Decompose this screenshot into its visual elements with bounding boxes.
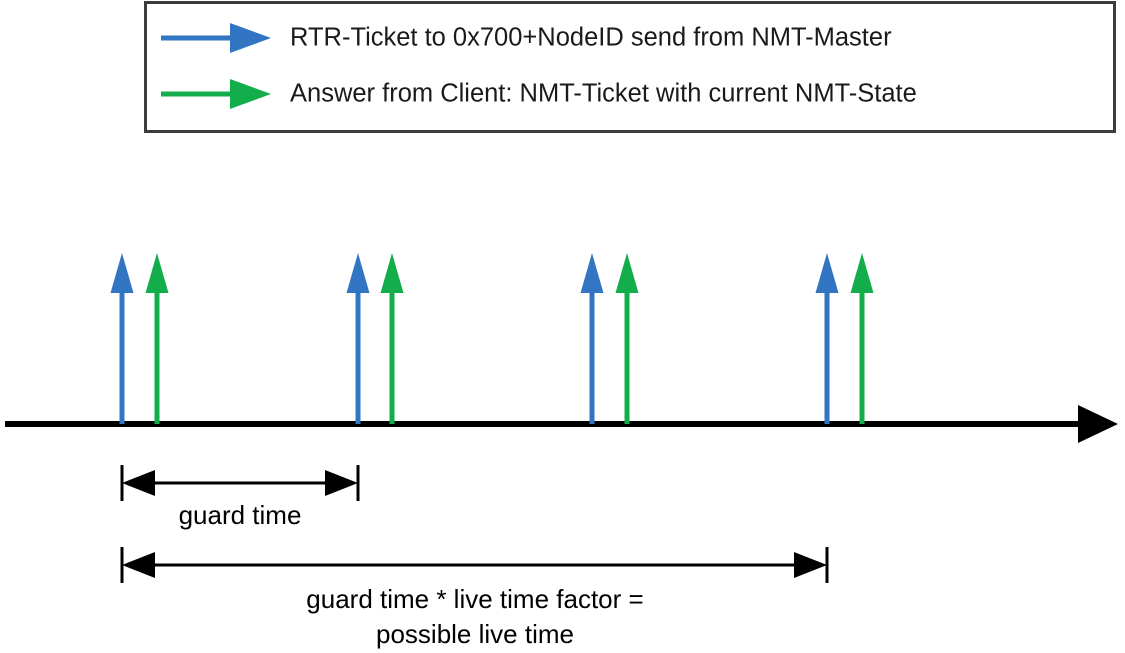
client-answer-arrow-3: [615, 253, 639, 424]
master-rtr-arrow-3: [580, 253, 604, 424]
dimension-guard-time: guard time: [120, 465, 360, 530]
live-time-arrow-left-icon: [122, 552, 155, 578]
client-arrow-head-icon: [380, 253, 404, 293]
legend-label-master: RTR-Ticket to 0x700+NodeID send from NMT…: [290, 24, 892, 52]
master-rtr-arrow-2: [346, 253, 370, 424]
guard-time-label: guard time: [179, 500, 302, 530]
master-arrow-head-icon: [110, 253, 134, 293]
client-arrow-head-icon: [145, 253, 169, 293]
master-arrow-head-icon: [815, 253, 839, 293]
live-time-label-line2: possible live time: [376, 619, 574, 649]
legend-item-client: Answer from Client: NMT-Ticket with curr…: [161, 79, 917, 109]
event-pair-3: [580, 253, 639, 424]
dimension-possible-live-time: guard time * live time factor = possible…: [120, 547, 829, 649]
time-axis-arrow-icon: [1078, 405, 1118, 443]
master-arrow-head-icon: [580, 253, 604, 293]
guard-time-arrow-left-icon: [122, 470, 155, 496]
legend-border: [144, 1, 1116, 133]
live-time-arrow-right-icon: [794, 552, 827, 578]
guard-time-arrow-right-icon: [325, 470, 358, 496]
client-answer-arrow-4: [850, 253, 874, 424]
client-answer-arrow-1: [145, 253, 169, 424]
green-arrow-head-icon: [230, 79, 271, 109]
legend-item-master: RTR-Ticket to 0x700+NodeID send from NMT…: [161, 23, 892, 53]
master-arrow-head-icon: [346, 253, 370, 293]
client-arrow-head-icon: [850, 253, 874, 293]
event-pair-1: [110, 253, 169, 424]
blue-arrow-head-icon: [230, 23, 271, 53]
event-pair-2: [346, 253, 404, 424]
client-answer-arrow-2: [380, 253, 404, 424]
master-rtr-arrow-4: [815, 253, 839, 424]
master-rtr-arrow-1: [110, 253, 134, 424]
legend-label-client: Answer from Client: NMT-Ticket with curr…: [290, 80, 917, 108]
event-pair-4: [815, 253, 874, 424]
legend: RTR-Ticket to 0x700+NodeID send from NMT…: [144, 1, 1116, 133]
time-axis: [5, 405, 1118, 443]
live-time-label-line1: guard time * live time factor =: [306, 584, 643, 614]
client-arrow-head-icon: [615, 253, 639, 293]
